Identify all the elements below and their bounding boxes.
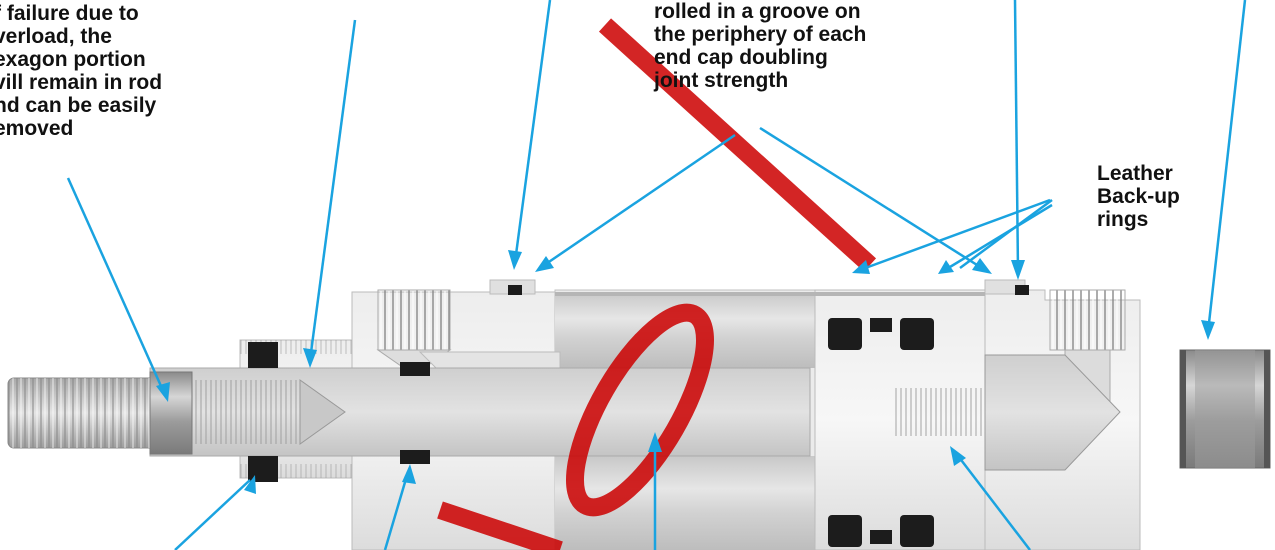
callout-line: f failure due to bbox=[0, 2, 139, 25]
callout-line: emoved bbox=[0, 117, 74, 140]
callout-leather-backup-rings: Leather Back-up rings bbox=[1097, 162, 1180, 231]
leader-lines bbox=[66, 0, 1247, 550]
callout-line: Back-up bbox=[1097, 185, 1180, 208]
callout-line: nd can be easily bbox=[0, 94, 157, 117]
seals bbox=[248, 285, 1029, 547]
leader-arrowheads bbox=[156, 250, 1215, 494]
rod-end-stud bbox=[7, 371, 193, 455]
callout-line: joint strength bbox=[654, 69, 789, 92]
callout-groove-joint: rolled in a groove on the periphery of e… bbox=[654, 0, 866, 92]
callout-line: vill remain in rod bbox=[0, 71, 163, 94]
callout-overload-failure: f failure due to verload, the exagon por… bbox=[0, 2, 162, 140]
callout-line: Leather bbox=[1097, 162, 1173, 185]
callout-line: the periphery of each bbox=[654, 23, 867, 46]
watermark bbox=[437, 18, 877, 550]
callout-line: verload, the bbox=[0, 25, 112, 48]
mounting-pin bbox=[1179, 349, 1271, 469]
callout-line: end cap doubling bbox=[654, 46, 828, 69]
callout-line: rolled in a groove on bbox=[654, 0, 861, 23]
callout-line: exagon portion bbox=[0, 48, 146, 71]
callout-line: rings bbox=[1097, 208, 1149, 231]
rear-cushion bbox=[984, 354, 1121, 471]
